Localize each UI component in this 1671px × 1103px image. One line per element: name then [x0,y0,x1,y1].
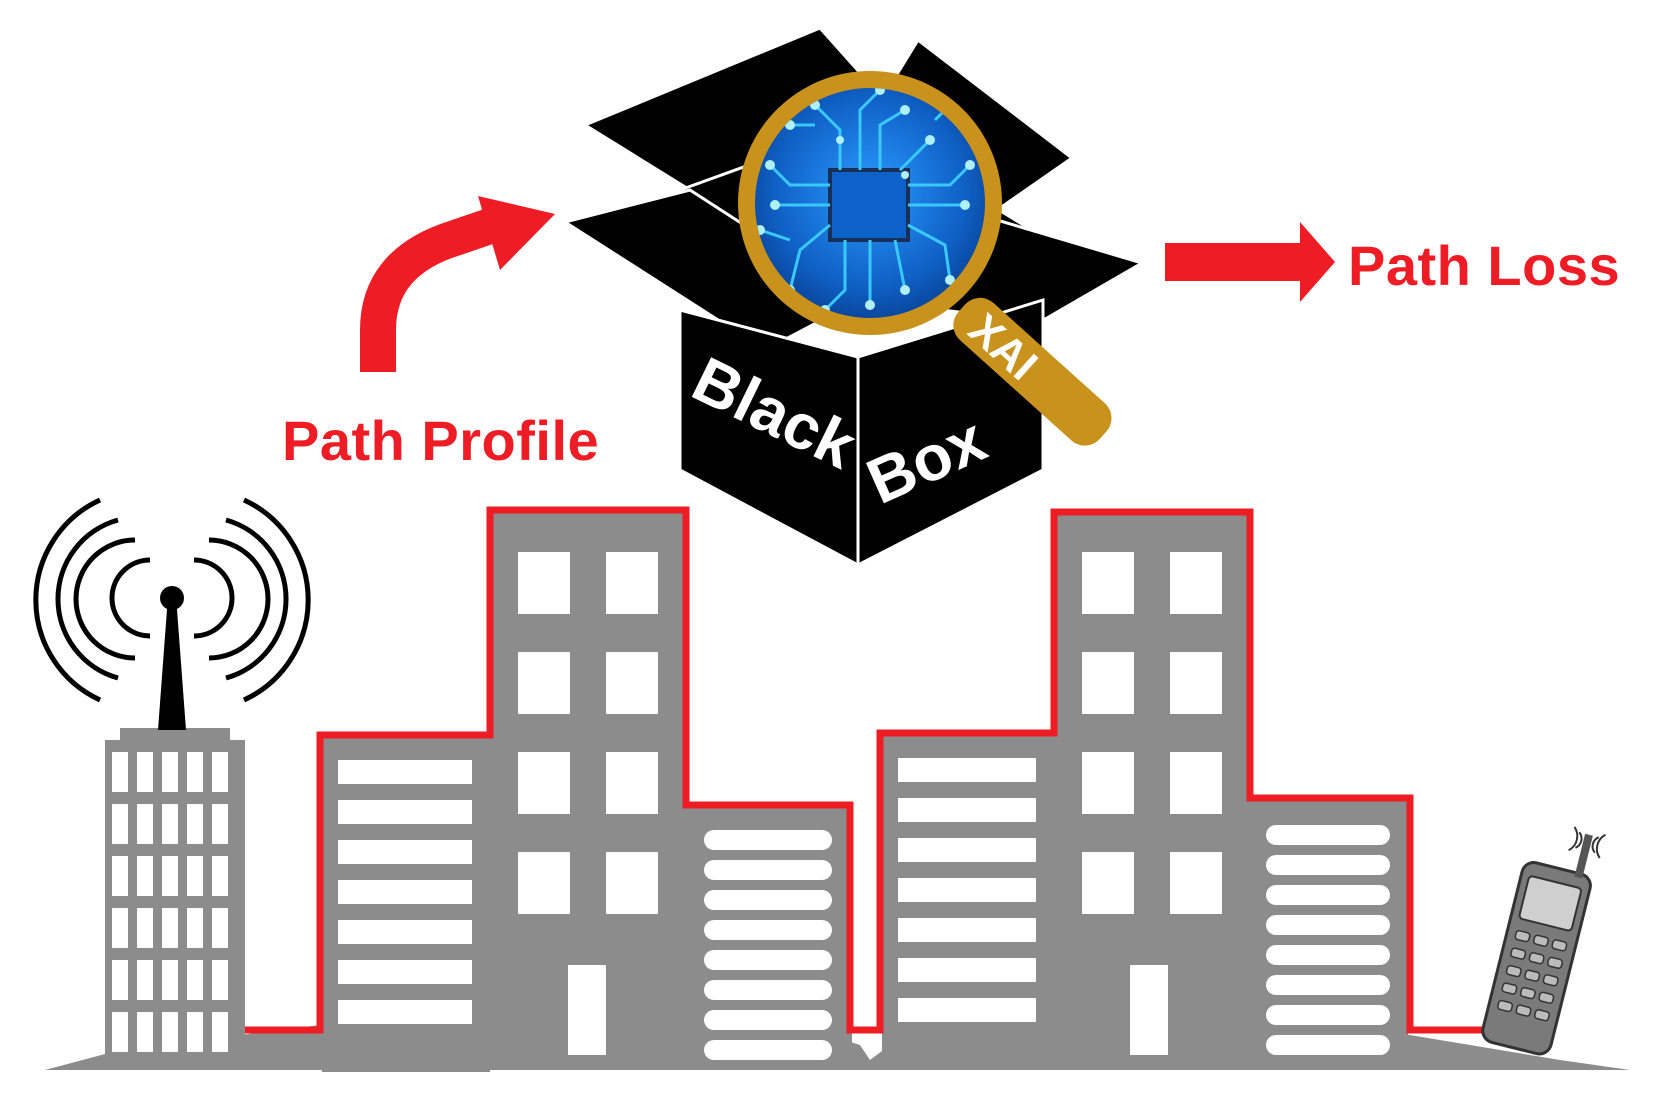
building-window [518,552,570,614]
building-window [704,1010,832,1030]
building-window [704,890,832,910]
building-window [338,1000,472,1024]
building-window [338,920,472,944]
building-window [338,800,472,824]
building-window [112,960,128,1000]
building-window [112,1012,128,1052]
building-window [704,920,832,940]
building-window [1266,1035,1390,1055]
building-4 [882,735,1054,1070]
building-window [1170,752,1222,814]
building-window [212,960,228,1000]
building-window [1266,915,1390,935]
building-window [162,960,178,1000]
building-window [187,908,203,948]
building-window [1170,852,1222,914]
building-window [606,752,658,814]
building-2 [490,510,684,1070]
building-5 [1054,513,1248,1070]
building-window [898,758,1036,782]
output-label-path-loss: Path Loss [1348,234,1621,297]
right-arrow-icon [1165,222,1335,302]
building-window [704,980,832,1000]
building-window [606,652,658,714]
building-window [162,856,178,896]
building-window [187,804,203,844]
building-window [518,852,570,914]
building-window [898,918,1036,942]
building-window [704,950,832,970]
building-window [1266,855,1390,875]
building-window [112,856,128,896]
building-window [162,752,178,792]
building-window [137,804,153,844]
building-window [137,856,153,896]
transmitter-tower-icon [33,497,311,1070]
building-window [606,852,658,914]
building-window [112,908,128,948]
building-window [1082,552,1134,614]
building-window [1082,652,1134,714]
building-window [212,804,228,844]
building-window [187,1012,203,1052]
building-window [898,838,1036,862]
building-window [137,1012,153,1052]
building-window [704,860,832,880]
building-window [212,856,228,896]
path-profile-line [245,506,1490,1034]
building-window [704,830,832,850]
building-window [898,958,1036,982]
input-label-path-profile: Path Profile [282,409,600,472]
building-window [137,752,153,792]
building-window [212,908,228,948]
building-window [1266,825,1390,845]
building-window [338,880,472,904]
building-window [1170,552,1222,614]
building-window [1266,945,1390,965]
building-window [338,840,472,864]
building-window [1266,975,1390,995]
curved-arrow-icon [360,196,555,372]
mobile-phone-icon [1481,826,1607,1056]
building-window [1170,652,1222,714]
building-window [898,798,1036,822]
building-window [898,878,1036,902]
building-window [518,652,570,714]
building-window [338,960,472,984]
building-window [338,760,472,784]
magnifying-glass-icon: XAI [738,71,1112,446]
building-window [162,1012,178,1052]
building-window [187,960,203,1000]
building-window [212,1012,228,1052]
building-window [162,804,178,844]
building-1 [322,737,490,1072]
building-window [137,908,153,948]
building-window [1266,885,1390,905]
building-window [137,960,153,1000]
building-window [112,752,128,792]
building-window [212,752,228,792]
building-window [1266,1005,1390,1025]
building-window [187,752,203,792]
building-window [898,998,1036,1022]
building-window [518,752,570,814]
building-window [704,1040,832,1060]
building-window [187,856,203,896]
building-6 [1248,800,1408,1070]
building-window [606,552,658,614]
building-window [1082,852,1134,914]
building-window [112,804,128,844]
building-window [162,908,178,948]
building-window [1082,752,1134,814]
building-3 [684,805,852,1070]
